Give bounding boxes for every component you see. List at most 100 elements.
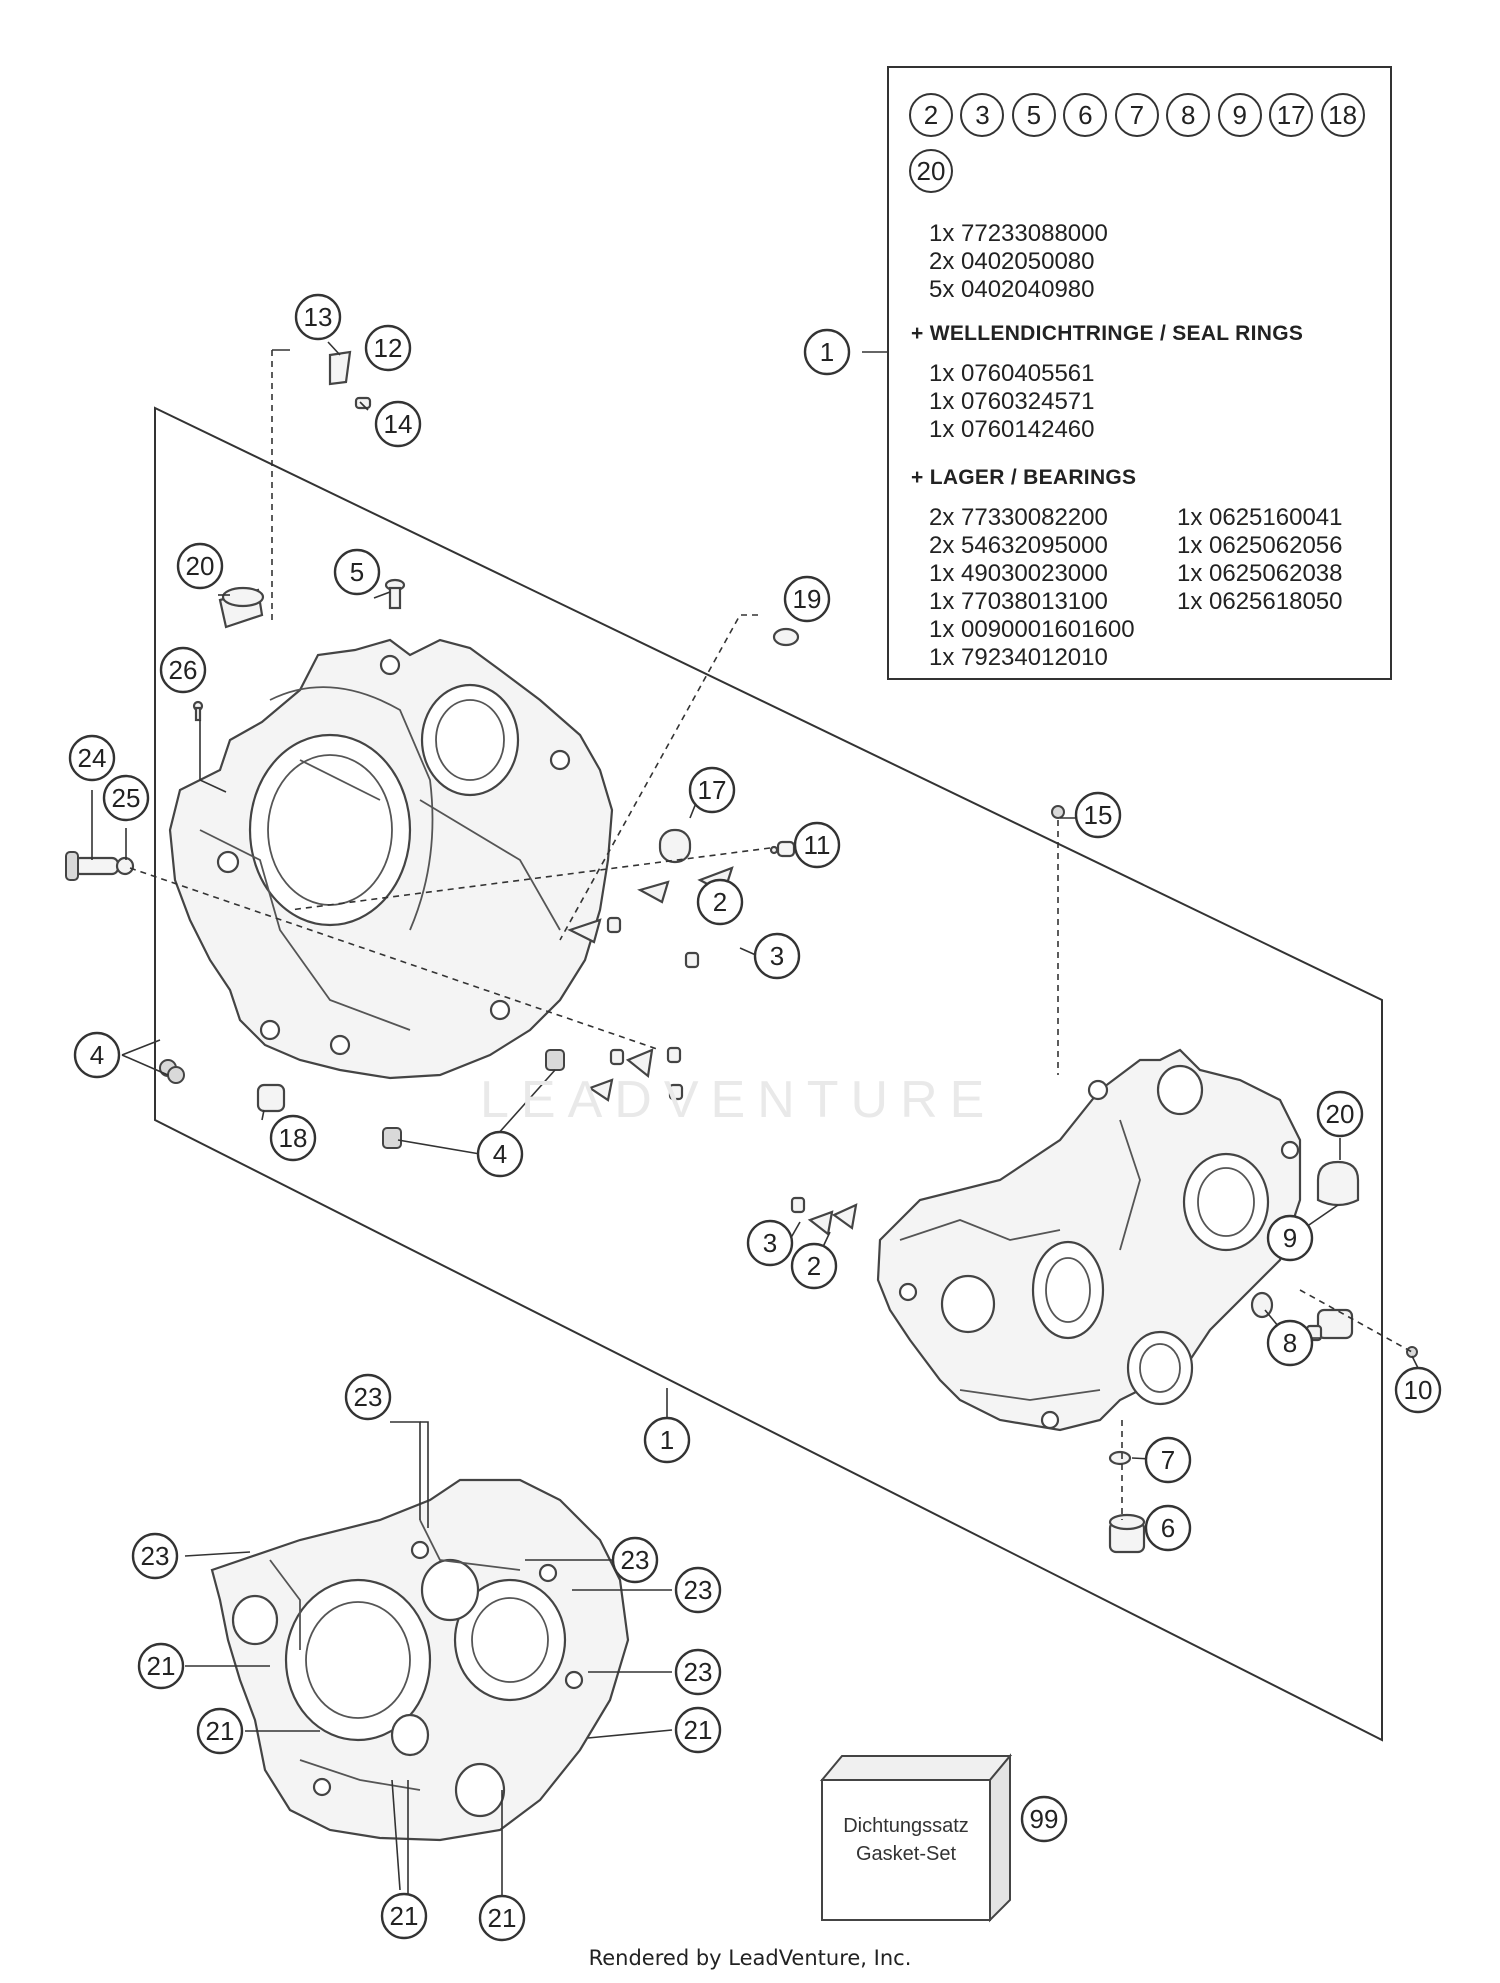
svg-text:23: 23 [621,1545,650,1575]
svg-text:7: 7 [1161,1445,1175,1475]
callout-99: 99 [1020,1795,1068,1843]
watermark: LEADVENTURE [480,1071,997,1129]
svg-text:2: 2 [713,887,727,917]
gasket-set-label-en: Gasket-Set [856,1843,956,1865]
svg-text:18: 18 [279,1123,308,1153]
svg-text:3: 3 [763,1228,777,1258]
callout-25: 25 [102,774,150,822]
callout-23-a: 23 [344,1373,392,1421]
bearing-item: 2x 77330082200 [929,504,1108,531]
svg-text:15: 15 [1084,800,1113,830]
callout-24: 24 [68,734,116,782]
bearing-item: 2x 54632095000 [929,532,1108,559]
right-small-parts [776,805,1418,1554]
kit-number: 3 [960,93,1005,137]
callout-1-bottom: 1 [643,1416,691,1464]
callout-20-right: 20 [1316,1090,1364,1138]
bearing-item: 1x 0625160041 [1177,504,1343,531]
svg-text:2: 2 [807,1251,821,1281]
bearing-item: 1x 0625062038 [1177,560,1343,587]
bearings-list-col1: 2x 77330082200 2x 54632095000 1x 4903002… [929,504,1135,672]
callout-11: 11 [793,821,841,869]
callout-4-bottom: 4 [476,1130,524,1178]
svg-text:23: 23 [684,1657,713,1687]
callout-23-b: 23 [131,1532,179,1580]
callout-26: 26 [159,646,207,694]
footer-credit: Rendered by LeadVenture, Inc. [588,1946,912,1970]
assembly-frame [154,406,1383,1742]
right-crankcase-half [876,1048,1302,1432]
callout-23-c: 23 [611,1536,659,1584]
svg-text:20: 20 [186,551,215,581]
kit-number: 6 [1063,93,1108,137]
callout-21-e: 21 [478,1894,526,1942]
callout-23-e: 23 [674,1648,722,1696]
kit-component-numbers: 2 3 5 6 7 8 9 17 18 20 [909,93,1379,205]
svg-text:11: 11 [804,830,831,860]
svg-text:20: 20 [1326,1099,1355,1129]
svg-text:3: 3 [770,941,784,971]
svg-text:24: 24 [78,743,107,773]
svg-text:13: 13 [304,302,333,332]
svg-text:14: 14 [384,409,413,439]
svg-text:26: 26 [169,655,198,685]
crankcase-assembled-view [210,1478,630,1842]
kit-item: 2x 0402050080 [929,248,1095,275]
callout-21-d: 21 [380,1892,428,1940]
callout-14: 14 [374,400,422,448]
callout-3-mid: 3 [753,932,801,980]
kit-number: 5 [1011,93,1056,137]
callout-8: 8 [1266,1319,1314,1367]
bearing-item: 1x 0625618050 [1177,588,1343,615]
svg-text:10: 10 [1404,1375,1433,1405]
svg-text:23: 23 [684,1575,713,1605]
callout-10: 10 [1394,1366,1442,1414]
kit-item: 1x 77233088000 [929,220,1108,247]
callout-4-left: 4 [73,1031,121,1079]
kit-number: 9 [1217,93,1262,137]
svg-text:1: 1 [820,337,834,367]
svg-text:21: 21 [390,1901,419,1931]
callout-9: 9 [1266,1214,1314,1262]
callout-6: 6 [1144,1504,1192,1552]
callout-21-c: 21 [196,1707,244,1755]
svg-text:5: 5 [350,557,364,587]
left-small-parts [65,350,800,1149]
callout-19: 19 [783,575,831,623]
bearing-item: 1x 79234012010 [929,644,1108,671]
svg-text:8: 8 [1283,1328,1297,1358]
svg-text:21: 21 [488,1903,517,1933]
callout-5: 5 [333,548,381,596]
svg-text:4: 4 [493,1139,507,1169]
callout-13: 13 [294,293,342,341]
kit-number: 18 [1320,93,1365,137]
callout-21-b: 21 [674,1706,722,1754]
bearing-item: 1x 0625062056 [1177,532,1343,559]
callout-2-right: 2 [790,1242,838,1290]
kit-number: 8 [1166,93,1211,137]
svg-text:9: 9 [1283,1223,1297,1253]
kit-number: 20 [909,149,953,193]
bearings-list-col2: 1x 0625160041 1x 0625062056 1x 062506203… [1177,504,1343,616]
callout-3-right: 3 [746,1219,794,1267]
callout-1-top: 1 [803,328,851,376]
callout-2-mid: 2 [696,878,744,926]
svg-text:23: 23 [354,1382,383,1412]
seal-rings-heading: + WELLENDICHTRINGE / SEAL RINGS [911,322,1304,345]
left-crankcase-half [168,638,614,1080]
seal-rings-list: 1x 0760405561 1x 0760324571 1x 076014246… [929,360,1095,444]
svg-text:23: 23 [141,1541,170,1571]
kit-item: 5x 0402040980 [929,276,1095,303]
callout-18: 18 [269,1114,317,1162]
kit-number: 2 [909,93,953,137]
kit-number: 17 [1269,93,1314,137]
callout-17: 17 [688,766,736,814]
callout-21-a: 21 [137,1642,185,1690]
svg-text:19: 19 [793,584,822,614]
svg-text:12: 12 [374,333,403,363]
svg-text:21: 21 [206,1716,235,1746]
svg-text:1: 1 [660,1425,674,1455]
bearings-heading: + LAGER / BEARINGS [911,466,1137,489]
gasket-set-label-de: Dichtungssatz [843,1815,969,1837]
callout-15: 15 [1074,791,1122,839]
